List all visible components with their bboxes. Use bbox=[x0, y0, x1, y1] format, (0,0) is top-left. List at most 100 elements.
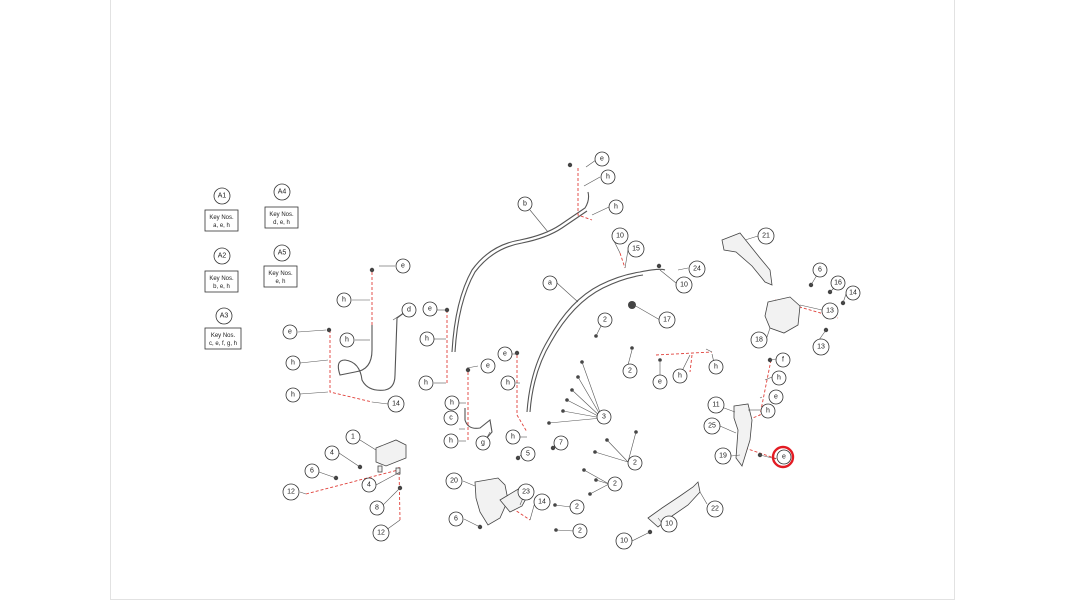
callout-2[interactable]: 2 bbox=[622, 363, 638, 379]
callout-h[interactable]: h bbox=[771, 370, 787, 386]
callout-14[interactable]: 14 bbox=[533, 493, 551, 511]
svg-text:d: d bbox=[407, 307, 411, 314]
callout-4[interactable]: 4 bbox=[324, 445, 340, 461]
svg-text:e, h: e, h bbox=[275, 279, 285, 285]
svg-text:12: 12 bbox=[377, 530, 385, 537]
svg-text:e: e bbox=[774, 394, 778, 401]
svg-text:23: 23 bbox=[522, 489, 530, 496]
callout-h[interactable]: h bbox=[285, 387, 301, 403]
callout-e[interactable]: e bbox=[497, 346, 513, 362]
callout-c[interactable]: c bbox=[443, 410, 459, 426]
callout-10[interactable]: 10 bbox=[675, 276, 693, 294]
callout-h[interactable]: h bbox=[500, 375, 516, 391]
svg-text:A1: A1 bbox=[218, 193, 227, 200]
callout-14[interactable]: 14 bbox=[387, 395, 405, 413]
key-a5-callout[interactable]: A5 bbox=[273, 244, 291, 262]
callout-h[interactable]: h bbox=[608, 199, 624, 215]
callout-h[interactable]: h bbox=[760, 403, 776, 419]
callout-13[interactable]: 13 bbox=[812, 338, 830, 356]
svg-text:h: h bbox=[714, 364, 718, 371]
key-a3-box: Key Nos.c, e, f, g, h bbox=[204, 327, 242, 350]
callout-7[interactable]: 7 bbox=[553, 435, 569, 451]
callout-12[interactable]: 12 bbox=[372, 524, 390, 542]
callout-6[interactable]: 6 bbox=[448, 511, 464, 527]
callout-h[interactable]: h bbox=[418, 375, 434, 391]
callout-2[interactable]: 2 bbox=[572, 523, 588, 539]
svg-text:13: 13 bbox=[826, 308, 834, 315]
hose-d bbox=[337, 311, 406, 391]
callout-13[interactable]: 13 bbox=[821, 302, 839, 320]
callout-f[interactable]: f bbox=[775, 352, 791, 368]
callout-b[interactable]: b bbox=[517, 196, 533, 212]
callout-2[interactable]: 2 bbox=[569, 499, 585, 515]
callout-2[interactable]: 2 bbox=[627, 455, 643, 471]
callout-23[interactable]: 23 bbox=[517, 483, 535, 501]
svg-text:3: 3 bbox=[602, 414, 606, 421]
callout-6[interactable]: 6 bbox=[812, 262, 828, 278]
callout-6[interactable]: 6 bbox=[304, 463, 320, 479]
callout-24[interactable]: 24 bbox=[688, 260, 706, 278]
callout-h[interactable]: h bbox=[708, 359, 724, 375]
callout-h[interactable]: h bbox=[443, 433, 459, 449]
callout-h[interactable]: h bbox=[600, 169, 616, 185]
callout-18[interactable]: 18 bbox=[750, 331, 768, 349]
callout-2[interactable]: 2 bbox=[597, 312, 613, 328]
highlight-ring bbox=[771, 445, 795, 469]
svg-text:h: h bbox=[425, 336, 429, 343]
callout-10[interactable]: 10 bbox=[615, 532, 633, 550]
key-a3-callout[interactable]: A3 bbox=[215, 307, 233, 325]
callout-2[interactable]: 2 bbox=[607, 476, 623, 492]
key-a4-callout[interactable]: A4 bbox=[273, 183, 291, 201]
callout-19[interactable]: 19 bbox=[714, 447, 732, 465]
svg-text:11: 11 bbox=[712, 402, 719, 409]
callout-h[interactable]: h bbox=[336, 292, 352, 308]
callout-10[interactable]: 10 bbox=[611, 227, 629, 245]
callout-14[interactable]: 14 bbox=[845, 285, 861, 301]
callout-e[interactable]: e bbox=[652, 374, 668, 390]
callout-1[interactable]: 1 bbox=[345, 429, 361, 445]
callout-5[interactable]: 5 bbox=[520, 446, 536, 462]
callout-d[interactable]: d bbox=[401, 302, 417, 318]
callout-h[interactable]: h bbox=[419, 331, 435, 347]
callout-11[interactable]: 11 bbox=[707, 396, 725, 414]
callout-3[interactable]: 3 bbox=[596, 409, 612, 425]
callout-h[interactable]: h bbox=[444, 395, 460, 411]
key-a2-callout[interactable]: A2 bbox=[213, 247, 231, 265]
callout-e[interactable]: e bbox=[480, 358, 496, 374]
callout-8[interactable]: 8 bbox=[369, 500, 385, 516]
svg-text:4: 4 bbox=[330, 450, 334, 457]
svg-text:19: 19 bbox=[719, 453, 727, 460]
callout-e[interactable]: e bbox=[768, 389, 784, 405]
master-cylinder-part bbox=[733, 403, 753, 467]
callout-g[interactable]: g bbox=[475, 435, 491, 451]
callout-10[interactable]: 10 bbox=[660, 515, 678, 533]
callout-e[interactable]: e bbox=[282, 324, 298, 340]
callout-25[interactable]: 25 bbox=[703, 417, 721, 435]
callout-e-highlighted[interactable]: e bbox=[776, 449, 792, 465]
callout-e[interactable]: e bbox=[422, 301, 438, 317]
svg-text:10: 10 bbox=[665, 521, 673, 528]
callout-15[interactable]: 15 bbox=[627, 240, 645, 258]
callout-h[interactable]: h bbox=[672, 368, 688, 384]
callout-e[interactable]: e bbox=[594, 151, 610, 167]
svg-text:A5: A5 bbox=[278, 250, 287, 257]
callout-h[interactable]: h bbox=[285, 355, 301, 371]
callout-17[interactable]: 17 bbox=[658, 311, 676, 329]
svg-text:22: 22 bbox=[711, 506, 719, 513]
callout-20[interactable]: 20 bbox=[445, 472, 463, 490]
svg-text:h: h bbox=[450, 400, 454, 407]
callout-12[interactable]: 12 bbox=[282, 483, 300, 501]
callout-h[interactable]: h bbox=[339, 332, 355, 348]
callout-a[interactable]: a bbox=[542, 275, 558, 291]
key-a1-callout[interactable]: A1 bbox=[213, 187, 231, 205]
callout-22[interactable]: 22 bbox=[706, 500, 724, 518]
svg-text:Key Nos.: Key Nos. bbox=[209, 215, 234, 221]
callout-h[interactable]: h bbox=[505, 429, 521, 445]
svg-text:25: 25 bbox=[708, 423, 716, 430]
svg-text:Key Nos.: Key Nos. bbox=[269, 212, 294, 218]
callout-16[interactable]: 16 bbox=[830, 275, 846, 291]
callout-4[interactable]: 4 bbox=[361, 477, 377, 493]
callout-e[interactable]: e bbox=[395, 258, 411, 274]
callout-21[interactable]: 21 bbox=[757, 227, 775, 245]
svg-text:6: 6 bbox=[818, 267, 822, 274]
